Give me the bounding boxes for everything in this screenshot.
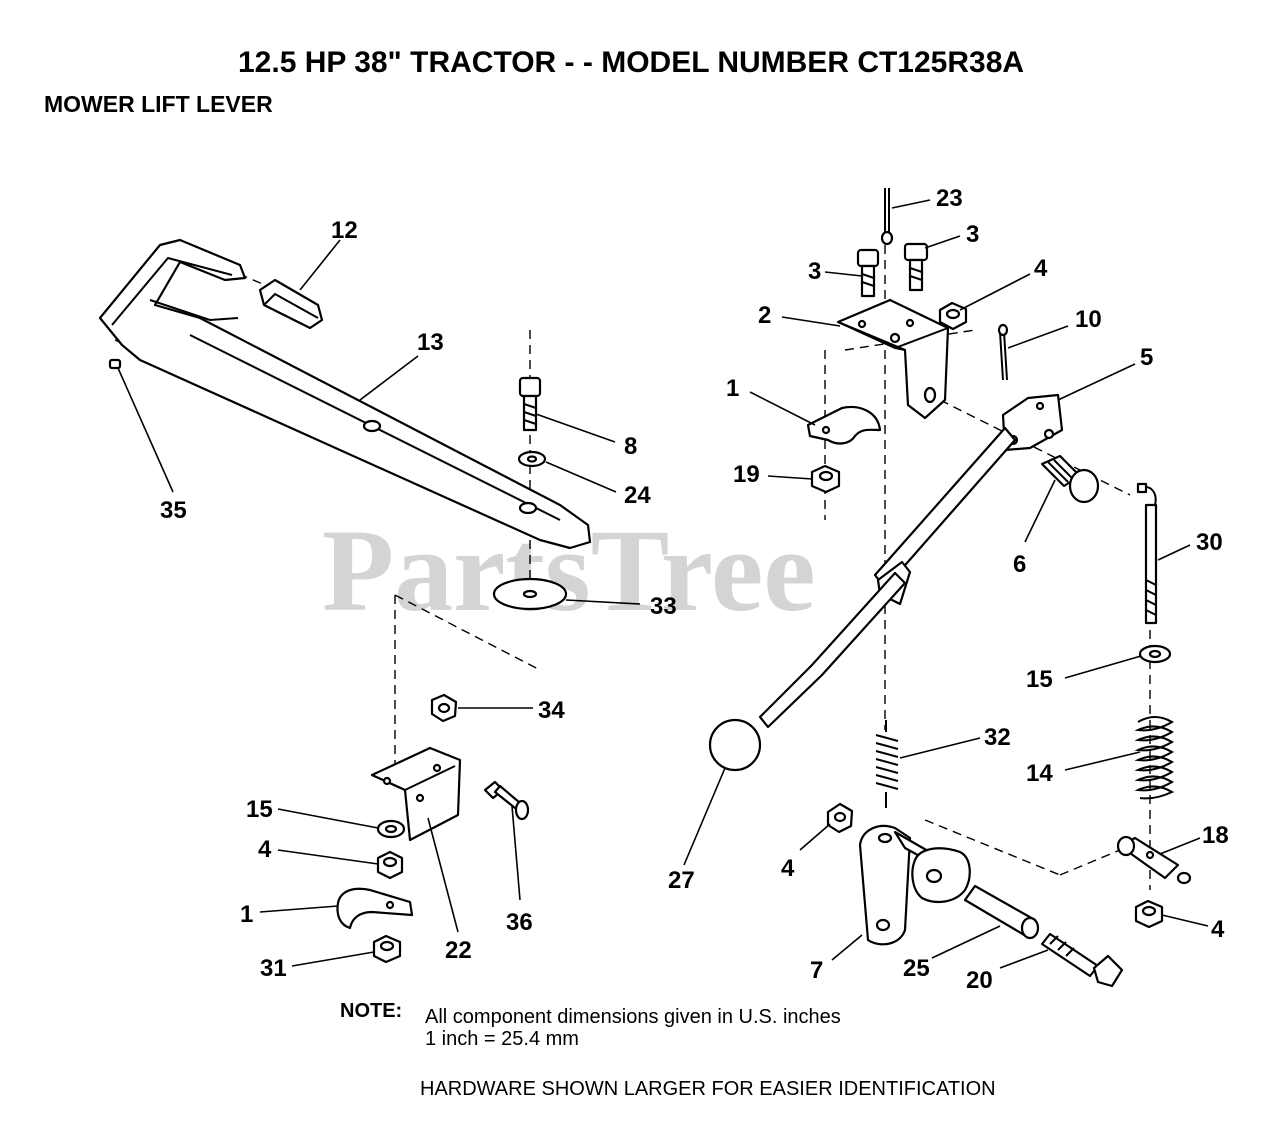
spring-part-14	[1134, 716, 1175, 800]
callout-14: 14	[1026, 760, 1053, 787]
bracket-part-2	[836, 298, 950, 420]
callout-1-left: 1	[240, 901, 253, 928]
bolt-part-20	[1040, 932, 1124, 988]
sleeve-part-25	[963, 884, 1040, 940]
nut-part-4-top	[938, 301, 968, 331]
note-label: NOTE:	[340, 1000, 402, 1022]
nut-part-4-middle	[826, 802, 854, 834]
nut-part-4-bottom-right	[1134, 899, 1164, 929]
clip-part-1-left	[336, 887, 414, 930]
callout-6: 6	[1013, 551, 1026, 578]
bolt-part-3-left	[856, 248, 880, 298]
callout-25: 25	[903, 955, 930, 982]
callout-32: 32	[984, 724, 1011, 751]
cotter-pin-part-10	[997, 323, 1009, 381]
lift-lever-part-13	[98, 238, 592, 550]
nut-part-34	[430, 693, 458, 723]
clip-part-1-right	[806, 405, 882, 445]
callout-3-right: 3	[966, 221, 979, 248]
washer-part-24	[517, 450, 547, 468]
callout-33: 33	[650, 593, 677, 620]
callout-23: 23	[936, 185, 963, 212]
bracket-part-22	[370, 746, 462, 842]
nut-part-19	[810, 464, 841, 494]
bolt-part-8	[518, 376, 542, 432]
callout-3-left: 3	[808, 258, 821, 285]
callout-1-right: 1	[726, 375, 739, 402]
knob-part-27	[708, 718, 762, 772]
footer-note: HARDWARE SHOWN LARGER FOR EASIER IDENTIF…	[420, 1078, 996, 1100]
pin-part-35	[108, 358, 122, 370]
callout-4-top: 4	[1034, 255, 1048, 282]
bolt-part-6	[1040, 454, 1100, 504]
callout-15-right: 15	[1026, 666, 1053, 693]
callout-34: 34	[538, 697, 565, 724]
bolt-part-3-right	[903, 242, 929, 292]
lever-part-5	[758, 393, 1064, 729]
bolt-part-36	[483, 780, 530, 821]
callout-labels: 23 3 3 4 2 10 5 1 19 6 30 12 13 8 24 35 …	[160, 185, 1229, 994]
section-title: MOWER LIFT LEVER	[44, 91, 273, 117]
nut-part-4-left	[376, 850, 404, 880]
callout-27: 27	[668, 867, 695, 894]
washer-part-15-left	[376, 819, 406, 839]
callout-20: 20	[966, 967, 993, 994]
callout-2: 2	[758, 302, 771, 329]
note-line-2: 1 inch = 25.4 mm	[425, 1028, 579, 1050]
callout-4-left: 4	[258, 836, 272, 863]
callout-4-middle: 4	[781, 855, 795, 882]
callout-4-bottom-right: 4	[1211, 916, 1225, 943]
bracket-part-7	[858, 824, 971, 946]
callout-10: 10	[1075, 306, 1102, 333]
callout-13: 13	[417, 329, 444, 356]
callout-8: 8	[624, 433, 637, 460]
callout-30: 30	[1196, 529, 1223, 556]
callout-36: 36	[506, 909, 533, 936]
washer-part-33	[492, 577, 568, 611]
callout-31: 31	[260, 955, 287, 982]
pin-part-18	[1116, 835, 1192, 885]
callout-18: 18	[1202, 822, 1229, 849]
callout-5: 5	[1140, 344, 1153, 371]
callout-19: 19	[733, 461, 760, 488]
callout-24: 24	[624, 482, 651, 509]
callout-35: 35	[160, 497, 187, 524]
washer-part-15-right	[1138, 644, 1172, 664]
callout-15-left: 15	[246, 796, 273, 823]
grip-part-12	[258, 278, 324, 330]
cotter-pin-part-23	[880, 188, 894, 246]
callout-22: 22	[445, 937, 472, 964]
rod-part-30	[1136, 482, 1158, 625]
page-title: 12.5 HP 38" TRACTOR - - MODEL NUMBER CT1…	[238, 46, 1024, 79]
spring-part-32	[875, 720, 899, 808]
note-line-1: All component dimensions given in U.S. i…	[425, 1006, 841, 1028]
nut-part-31	[372, 934, 402, 964]
leader-lines	[117, 199, 1209, 969]
callout-7: 7	[810, 957, 823, 984]
callout-12: 12	[331, 217, 358, 244]
